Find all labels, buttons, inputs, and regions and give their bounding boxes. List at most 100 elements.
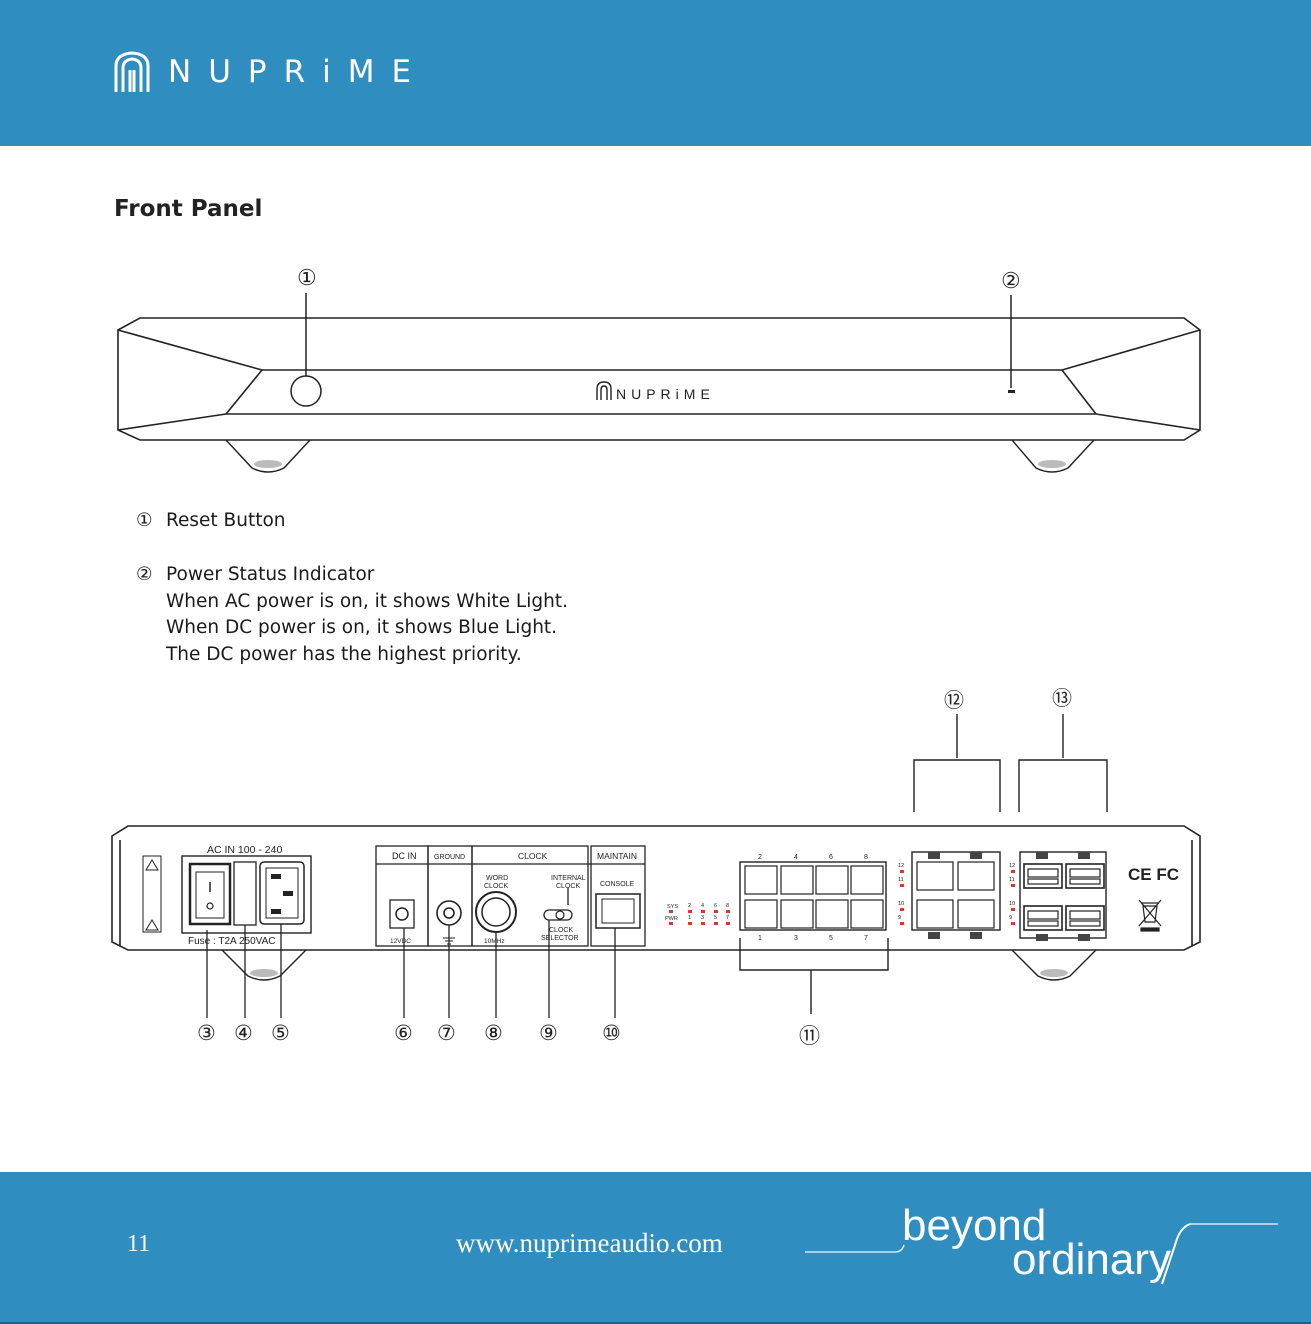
port-number: 4 [794, 854, 798, 861]
device-logo-text: NUPRiME [616, 386, 715, 402]
sfp-ports[interactable] [1019, 851, 1107, 941]
tagline-ordinary: ordinary [1012, 1235, 1171, 1284]
rear-feet [221, 949, 1097, 981]
brand-logo: NUPRiME [112, 50, 428, 94]
fuse-holder[interactable] [233, 861, 257, 926]
brand-name: NUPRiME [168, 54, 429, 90]
front-chassis [117, 317, 1201, 441]
port-number: 11 [898, 877, 904, 883]
led-number: 1 [688, 915, 691, 921]
legend-line: When AC power is on, it shows White Ligh… [166, 590, 568, 612]
port-number: 1 [758, 935, 762, 942]
front-feet [225, 439, 1095, 473]
section-title: Front Panel [114, 196, 263, 222]
front-callout-1: ① [297, 265, 317, 290]
mid-led-labels: 12 11 10 9 12 11 10 9 [898, 863, 1015, 921]
nuprime-logo-icon [114, 51, 150, 92]
device-logo: NUPRiME [596, 381, 715, 402]
internal-clock-label-1: INTERNAL [551, 875, 586, 882]
port-number: 3 [794, 935, 798, 942]
led-number: 2 [688, 903, 691, 909]
reset-button[interactable] [290, 375, 322, 407]
port-number: 12 [1009, 863, 1015, 869]
legend-line: When DC power is on, it shows Blue Light… [166, 617, 558, 638]
led-number: 7 [726, 915, 729, 921]
port-number: 2 [758, 854, 762, 861]
rear-callout-8: ⑧ [484, 1022, 503, 1045]
front-callout-2: ② [1001, 268, 1021, 293]
ce-fc-mark: CE FC [1128, 865, 1179, 884]
rear-callout-9: ⑨ [539, 1022, 558, 1045]
maintain-label: MAINTAIN [597, 851, 637, 861]
selector-label-1: CLOCK [549, 927, 573, 934]
rear-callout-6: ⑥ [394, 1022, 413, 1045]
header-bar: NUPRiME [0, 0, 1311, 146]
dc-in-label: DC IN [392, 851, 417, 861]
port-number: 10 [1009, 901, 1015, 907]
port-numbers: 2 4 6 8 1 3 5 7 [758, 854, 868, 942]
port-number: 5 [829, 935, 833, 942]
page-number: 11 [127, 1231, 151, 1257]
internal-clock-label-2: CLOCK [556, 883, 580, 890]
clock-label: CLOCK [518, 851, 548, 861]
ground-terminal[interactable] [436, 900, 462, 926]
footer-bar [0, 1172, 1311, 1322]
legend-num: ① [136, 510, 153, 531]
led-number: 4 [701, 903, 704, 909]
port-number: 7 [864, 935, 868, 942]
pwr-label: PWR [665, 916, 678, 922]
legend-line: The DC power has the highest priority. [166, 643, 522, 665]
led-numbers: 2 4 6 8 1 3 5 7 [688, 903, 729, 921]
front-panel-diagram: ① ② NUPRiME [117, 265, 1201, 473]
rear-callout-11: ⑪ [799, 1025, 820, 1048]
led-number: 5 [714, 915, 717, 921]
clock-selector-switch[interactable] [543, 909, 573, 921]
port-number: 10 [898, 901, 904, 907]
rear-callout-3: ③ [197, 1022, 216, 1045]
console-port[interactable] [595, 893, 641, 929]
weee-bin-icon [1138, 899, 1162, 932]
legend-item-power: ② Power Status Indicator When AC power is… [136, 562, 568, 668]
rear-chassis [111, 825, 1201, 951]
port-number: 8 [864, 854, 868, 861]
word-clock-label-2: CLOCK [484, 883, 508, 890]
legend-title: Reset Button [166, 510, 286, 531]
rear-callout-4: ④ [234, 1022, 253, 1045]
sys-label: SYS [667, 904, 678, 910]
power-switch[interactable] [188, 862, 232, 926]
ac-inlet[interactable] [259, 861, 305, 925]
dc-in-jack[interactable] [389, 899, 415, 929]
port-number: 9 [1009, 915, 1012, 921]
port-number: 12 [898, 863, 904, 869]
port-number: 6 [829, 854, 833, 861]
ethernet-ports-9-12[interactable] [911, 851, 1001, 939]
word-clock-label-1: WORD [486, 875, 508, 882]
website-url[interactable]: www.nuprimeaudio.com [456, 1228, 723, 1258]
legend-num: ② [136, 564, 153, 585]
tagline-graphic: beyond ordinary [805, 1201, 1278, 1285]
selector-label-2: SELECTOR [541, 935, 579, 942]
port-number: 11 [1009, 877, 1015, 883]
ground-label: GROUND [434, 854, 465, 861]
legend-item-reset: ① Reset Button [136, 508, 286, 535]
led-number: 3 [701, 915, 704, 921]
warning-label [142, 855, 162, 933]
legend-title: Power Status Indicator [166, 564, 375, 585]
rear-callout-12: ⑫ [944, 689, 964, 712]
ethernet-ports-1-8[interactable] [739, 861, 887, 931]
rear-panel-diagram: ⑫ ⑬ AC IN 100 - 240 Fuse : T2A 250VAC [111, 687, 1201, 1048]
fuse-label: Fuse : T2A 250VAC [188, 936, 275, 947]
dc-rating-label: 12VDC [390, 938, 411, 945]
rear-callout-5: ⑤ [271, 1022, 290, 1045]
rear-callout-13: ⑬ [1052, 687, 1072, 710]
ac-inlet-group: AC IN 100 - 240 Fuse : T2A 250VAC [181, 844, 312, 947]
ac-in-label: AC IN 100 - 240 [207, 844, 282, 856]
rear-callout-10: ⑩ [602, 1022, 621, 1045]
led-number: 6 [714, 903, 717, 909]
rear-callout-7: ⑦ [437, 1022, 456, 1045]
led-number: 8 [726, 903, 729, 909]
port-number: 9 [898, 915, 901, 921]
power-status-led [1008, 390, 1015, 393]
console-label: CONSOLE [600, 881, 635, 888]
freq-label: 10MHz [484, 938, 505, 945]
